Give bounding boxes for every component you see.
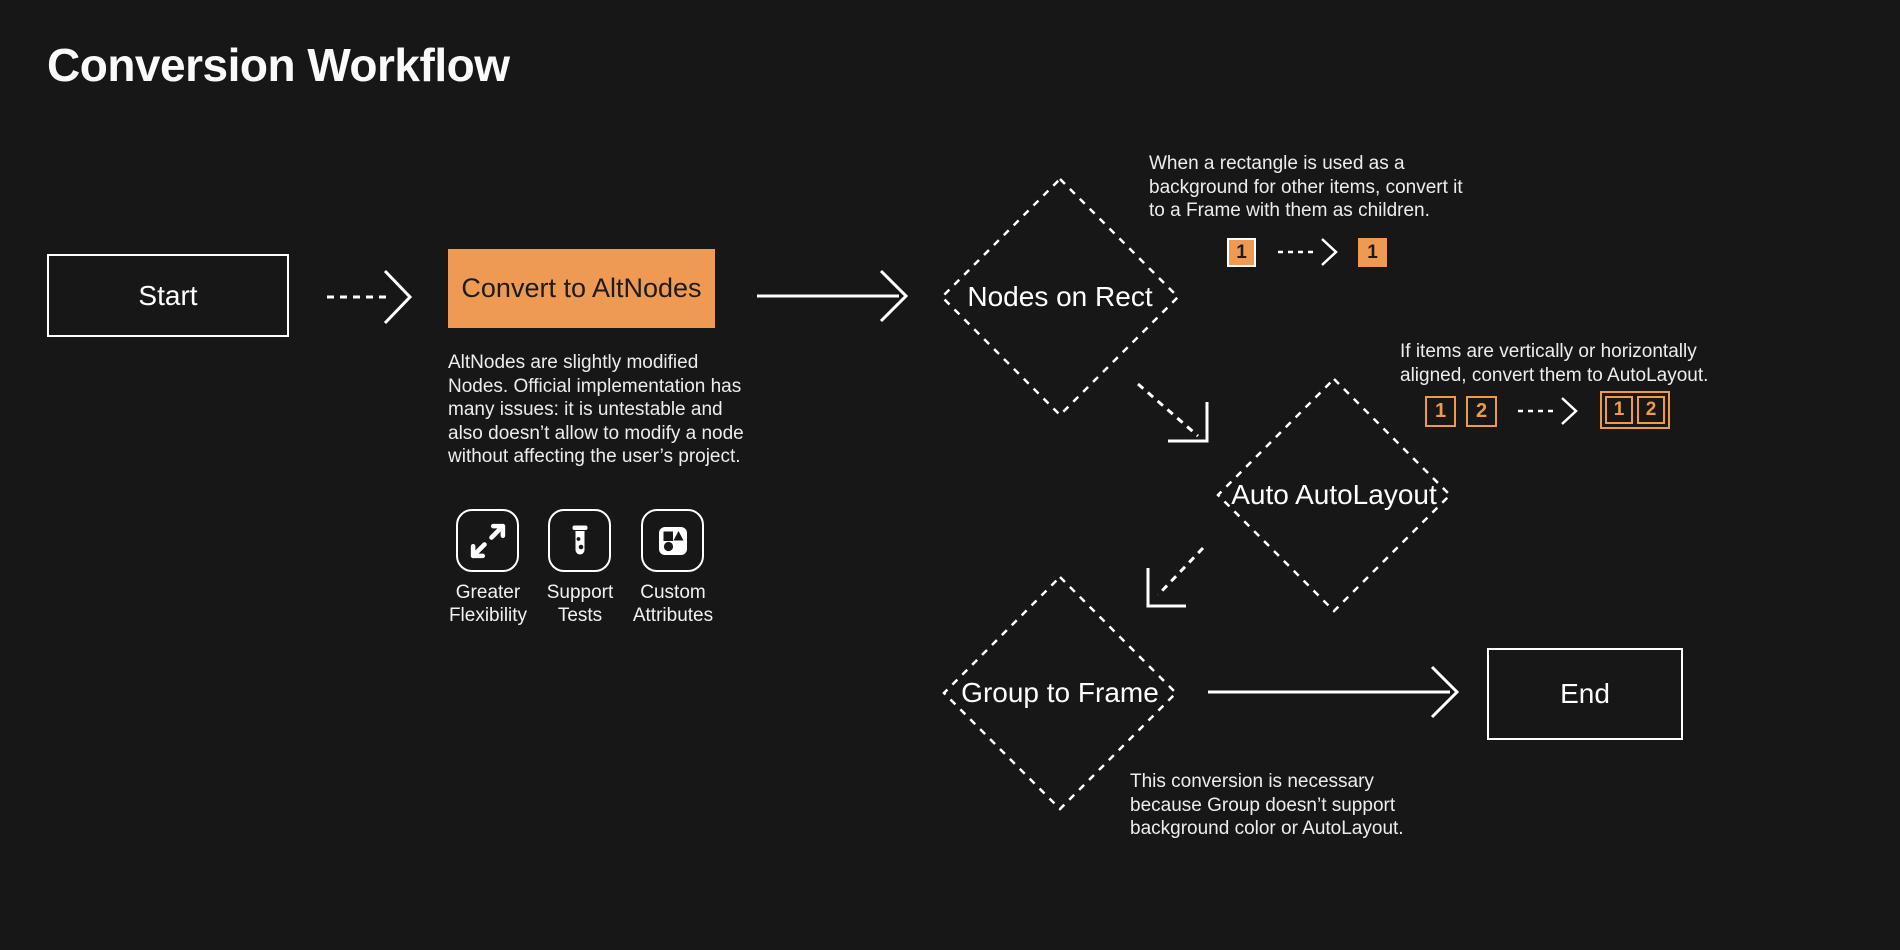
frame-chip-1: 1	[1358, 238, 1387, 267]
feature-card-flexibility	[456, 509, 519, 572]
group-to-frame-label: Group to Frame	[961, 677, 1159, 708]
item-chip-2: 2	[1466, 396, 1497, 427]
mini-arrow-items-to-autolayout	[1518, 397, 1578, 425]
start-node-label: Start	[138, 279, 198, 311]
nodes-on-rect-label: Nodes on Rect	[967, 281, 1153, 312]
rect-chip-1: 1	[1227, 238, 1256, 267]
end-node-label: End	[1560, 678, 1610, 709]
arrow-start-to-convert	[327, 269, 413, 325]
feature-label-tests: Support Tests	[546, 582, 614, 626]
convert-to-altnodes-label: Convert to AltNodes	[461, 273, 702, 303]
end-node[interactable]: End	[1487, 648, 1683, 740]
feature-label-flexibility: Greater Flexibility	[448, 582, 528, 626]
nodes-on-rect-annotation: When a rectangle is used as a background…	[1149, 153, 1463, 221]
autolayout-container-chip: 1 2	[1600, 391, 1670, 429]
feature-card-tests	[548, 509, 611, 572]
arrow-auto-autolayout-to-group-to-frame	[1146, 546, 1205, 608]
auto-autolayout-annotation: If items are vertically or horizontally …	[1400, 341, 1709, 386]
feature-card-attributes	[641, 509, 704, 572]
expand-arrows-icon	[470, 523, 505, 558]
altnodes-note: AltNodes are slightly modified Nodes. Of…	[448, 352, 744, 467]
test-tube-icon	[572, 525, 587, 554]
convert-to-altnodes-node[interactable]: Convert to AltNodes	[448, 249, 715, 328]
arrow-convert-to-nodes-on-rect	[757, 269, 909, 323]
autolayout-item-chip-2: 2	[1637, 396, 1665, 424]
autolayout-item-chip-1: 1	[1605, 396, 1633, 424]
feature-label-attributes: Custom Attributes	[632, 582, 714, 626]
auto-autolayout-label: Auto AutoLayout	[1231, 479, 1437, 510]
page-title: Conversion Workflow	[47, 39, 510, 91]
mini-arrow-rect-to-frame	[1278, 238, 1338, 266]
arrow-nodes-on-rect-to-auto-autolayout	[1137, 382, 1209, 443]
group-to-frame-annotation: This conversion is necessary because Gro…	[1130, 771, 1404, 839]
item-chip-1: 1	[1425, 396, 1456, 427]
arrow-group-to-frame-to-end	[1208, 665, 1460, 719]
shapes-icon	[658, 526, 687, 555]
start-node[interactable]: Start	[47, 254, 289, 337]
